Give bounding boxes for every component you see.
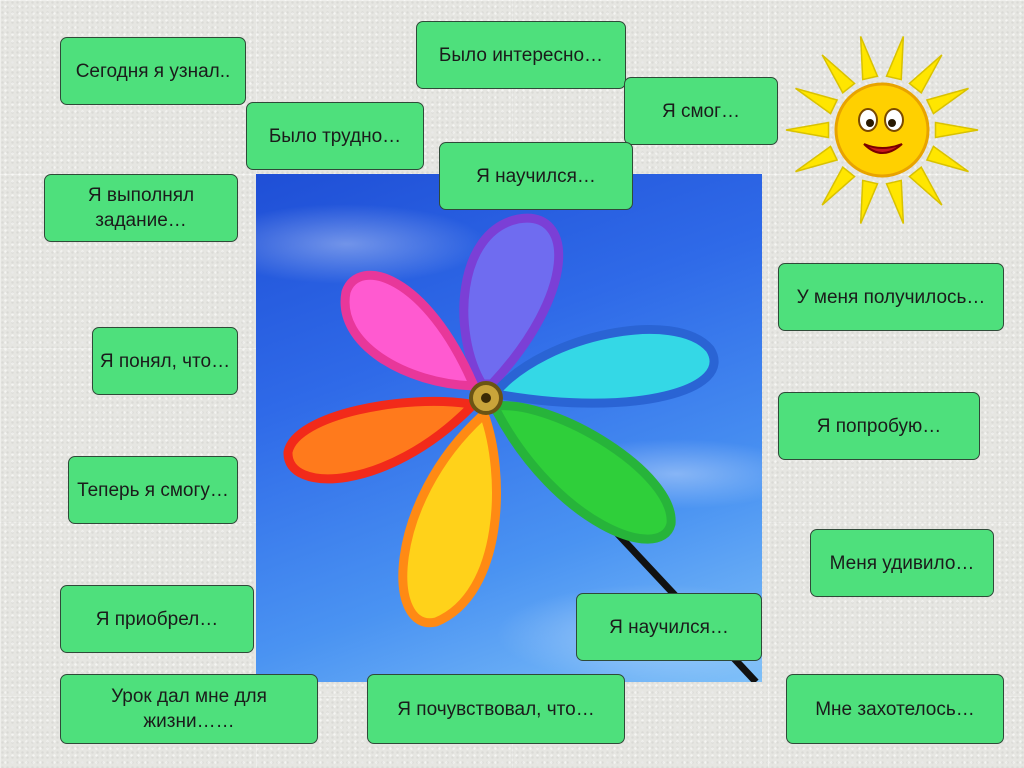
pinwheel-petals — [283, 213, 719, 628]
sun-ray — [908, 165, 943, 206]
pinwheel-flower-image — [256, 204, 762, 682]
phrase-box-ya-priobrel: Я приобрел… — [60, 585, 254, 653]
sun-ray — [821, 54, 856, 95]
phrase-box-ya-smog: Я смог… — [624, 77, 778, 145]
petal-cyan — [491, 325, 719, 408]
phrase-text: Я почувствовал, что… — [397, 698, 595, 720]
phrase-text: Было трудно… — [268, 125, 402, 147]
sun-mouth — [863, 143, 903, 154]
sun-ray — [795, 87, 839, 115]
sun-ray — [785, 121, 830, 139]
sun-ray — [925, 145, 969, 173]
phrase-text: Я выполнял задание… — [87, 185, 195, 231]
phrase-text: Я научился… — [476, 165, 596, 187]
phrase-box-mne-zahotelos: Мне захотелось… — [786, 674, 1004, 744]
phrase-text: Я понял, что… — [99, 350, 231, 372]
phrase-text: Меня удивило… — [829, 552, 975, 574]
phrase-box-menya-udivilo: Меня удивило… — [810, 529, 994, 597]
phrase-box-ya-vypolnyal-zadanie: Я выполнял задание… — [44, 174, 238, 242]
phrase-box-ya-poprobuyu: Я попробую… — [778, 392, 980, 460]
pinwheel-photo — [256, 174, 762, 682]
sun-ray — [859, 179, 879, 224]
sun-rays — [785, 36, 979, 224]
sun-ray — [934, 121, 979, 139]
phrase-text: У меня получилось… — [796, 286, 986, 308]
petal-yellow — [398, 405, 501, 628]
phrase-text: Теперь я смогу… — [77, 479, 229, 501]
sun-face — [834, 82, 930, 178]
petal-purple — [459, 213, 564, 389]
sun-ray — [821, 165, 856, 206]
petal-green — [491, 401, 676, 544]
phrase-text: Было интересно… — [438, 44, 604, 66]
sun-pupil-right — [888, 119, 896, 127]
phrase-box-ya-nauchilsya-top: Я научился… — [439, 142, 633, 210]
phrase-box-bylo-trudno: Было трудно… — [246, 102, 424, 170]
phrase-box-urok-dal-mne: Урок дал мне для жизни…… — [60, 674, 318, 744]
phrase-box-teper-ya-smogu: Теперь я смогу… — [68, 456, 238, 524]
cloud-wisp — [256, 204, 486, 284]
sun-pupil-left — [866, 119, 874, 127]
phrase-box-segodnya-ya-uznal: Сегодня я узнал.. — [60, 37, 246, 105]
sun-ray — [925, 87, 969, 115]
pinwheel-hub-center — [481, 393, 491, 403]
phrase-box-ya-pochuvstvoval: Я почувствовал, что… — [367, 674, 625, 744]
sun-ray — [908, 54, 943, 95]
phrase-box-bylo-interesno: Было интересно… — [416, 21, 626, 89]
petal-orange — [283, 397, 475, 484]
phrase-box-ya-nauchilsya-bottom: Я научился… — [576, 593, 762, 661]
phrase-text: Я смог… — [661, 100, 741, 122]
phrase-text: Я приобрел… — [95, 608, 219, 630]
phrase-text: Сегодня я узнал.. — [75, 60, 231, 82]
sun-ray — [885, 36, 905, 81]
phrase-text: Урок дал мне для жизни…… — [111, 686, 267, 732]
phrase-text: Мне захотелось… — [815, 698, 975, 720]
phrase-text: Я научился… — [609, 616, 729, 638]
sun-ray — [795, 145, 839, 173]
petal-pink — [340, 270, 481, 391]
sun-ray — [859, 36, 879, 81]
smiling-sun-icon — [785, 36, 979, 224]
phrase-box-ya-ponyal-chto: Я понял, что… — [92, 327, 238, 395]
phrase-box-u-menya-poluchilos: У меня получилось… — [778, 263, 1004, 331]
phrase-text: Я попробую… — [816, 415, 942, 437]
sun-ray — [885, 179, 905, 224]
